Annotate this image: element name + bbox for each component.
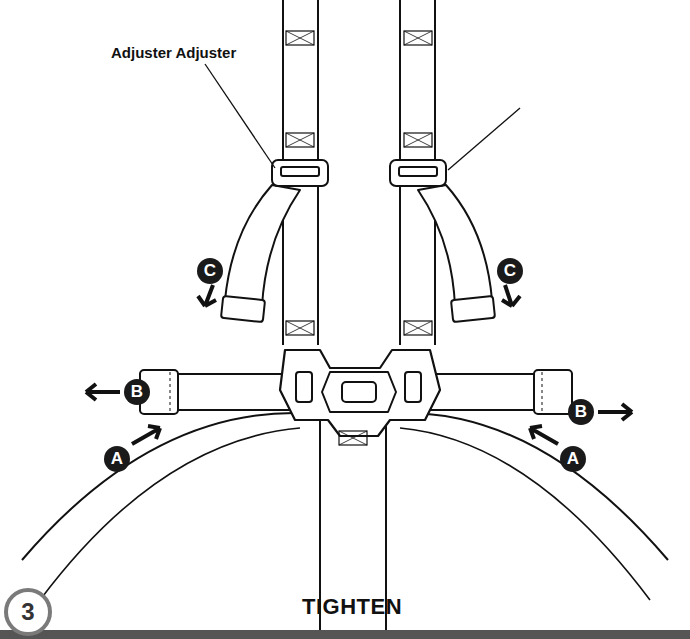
callout-letter: A [104, 446, 130, 472]
callout-letter: C [497, 258, 523, 284]
callout-letter: B [568, 399, 594, 425]
callout-letter: B [124, 379, 150, 405]
callout-letter: A [560, 446, 586, 472]
step-title: TIGHTEN [302, 594, 402, 620]
callout-letter: C [197, 258, 223, 284]
part-name: Adjuster Adjuster [110, 44, 237, 61]
step-number: 3 [4, 588, 52, 636]
